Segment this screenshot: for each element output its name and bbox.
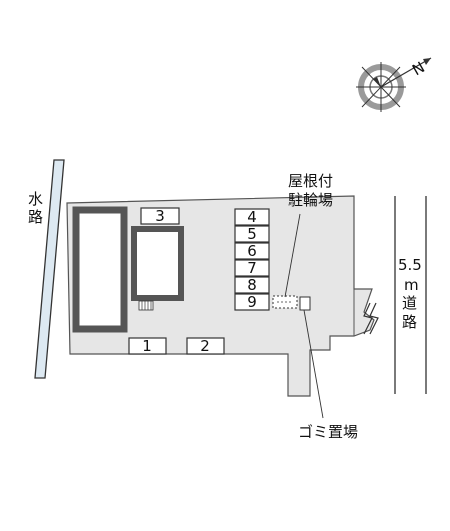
bike-parking (272, 213, 301, 309)
svg-text:6: 6 (247, 242, 257, 260)
svg-text:3: 3 (155, 207, 165, 225)
parking-stall-2: 2 (186, 337, 225, 355)
bike-parking-label-line-2: 駐輪場 (288, 191, 333, 209)
compass-icon (356, 57, 432, 112)
canal-label-char-2: 路 (28, 208, 43, 226)
parking-stall-1: 1 (128, 337, 167, 355)
svg-text:9: 9 (247, 293, 257, 311)
garbage-area (299, 296, 324, 419)
garbage-label: ゴミ置場 (298, 423, 358, 441)
bike-parking-label-line-1: 屋根付 (288, 172, 333, 190)
road-unit-label: m (404, 276, 419, 294)
parking-stall-4: 4 (234, 208, 270, 226)
svg-text:8: 8 (247, 276, 257, 294)
svg-text:5: 5 (247, 225, 257, 243)
parking-stall-7: 7 (234, 259, 270, 277)
road-width-label: 5.5 (398, 256, 422, 274)
svg-text:7: 7 (247, 259, 257, 277)
stairs (138, 300, 154, 311)
svg-text:1: 1 (142, 337, 152, 355)
road-label-char-2: 路 (402, 313, 417, 331)
parking-stall-5: 5 (234, 225, 270, 243)
canal-label-char-1: 水 (28, 190, 43, 208)
road-break-mark (363, 302, 379, 335)
canal (34, 159, 65, 379)
parking-stalls-right: 4 5 6 7 8 9 (234, 208, 270, 311)
svg-text:2: 2 (200, 337, 210, 355)
parking-stall-8: 8 (234, 276, 270, 294)
road (394, 196, 427, 394)
parking-stall-9: 9 (234, 293, 270, 311)
parking-stall-3: 3 (140, 207, 180, 225)
building-a (72, 206, 128, 333)
parking-stall-6: 6 (234, 242, 270, 260)
building-b (131, 226, 184, 301)
svg-text:4: 4 (247, 208, 257, 226)
road-label-char-1: 道 (402, 294, 417, 312)
